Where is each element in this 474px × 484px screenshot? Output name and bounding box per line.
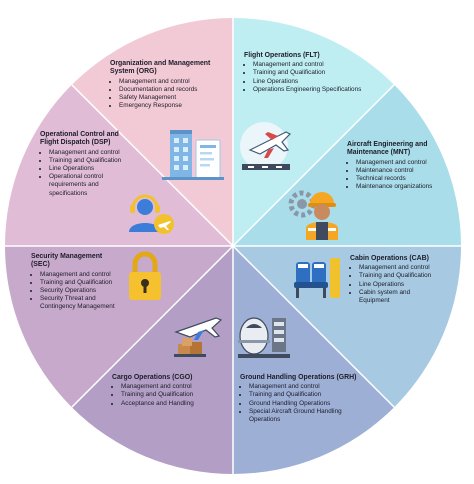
segment-mnt [233, 84, 461, 246]
list-item: Line Operations [359, 281, 436, 289]
list-item: Management and control [356, 159, 439, 167]
segment-cab-title: Cabin Operations (CAB) [350, 255, 429, 262]
list-item: Maintenance control [356, 167, 439, 175]
segment-dsp-title: Operational Control and Flight Dispatch … [40, 131, 119, 147]
segment-cab-list: Management and control Training and Qual… [350, 264, 436, 305]
list-item: Management and control [119, 78, 228, 86]
segment-grh-list: Management and control Training and Qual… [240, 383, 358, 424]
segment-sec-list: Management and control Training and Qual… [31, 271, 117, 312]
segment-mnt-text: Aircraft Engineering and Maintenance (MN… [347, 141, 439, 191]
list-item: Security Operations [40, 287, 117, 295]
segment-dsp-list: Management and control Training and Qual… [40, 149, 122, 198]
segment-cgo-text: Cargo Operations (CGO) Management and co… [112, 374, 224, 408]
list-item: Management and control [40, 271, 117, 279]
list-item: Emergency Response [119, 102, 228, 110]
segment-sec-title: Security Management (SEC) [31, 253, 103, 269]
list-item: Line Operations [49, 165, 122, 173]
list-item: Management and control [121, 383, 224, 391]
airplane-takeoff-icon [240, 122, 292, 170]
list-item: Cabin system and Equipment [359, 289, 436, 305]
segment-cgo-title: Cargo Operations (CGO) [112, 374, 193, 381]
segment-mnt-list: Management and control Maintenance contr… [347, 159, 439, 192]
padlock-icon [129, 251, 161, 300]
list-item: Management and control [253, 61, 366, 69]
list-item: Operational control requirements and spe… [49, 173, 122, 198]
cargo-plane-icon [174, 317, 223, 357]
dispatcher-headset-icon [129, 194, 174, 234]
list-item: Training and Qualification [359, 272, 436, 280]
list-item: Technical records [356, 175, 439, 183]
segment-grh [233, 246, 395, 474]
list-item: Training and Qualification [121, 391, 224, 399]
list-item: Special Aircraft Ground Handling Operati… [249, 408, 358, 424]
list-item: Documentation and records [119, 86, 228, 94]
cabin-seats-icon [294, 258, 340, 298]
list-item: Maintenance organizations [356, 183, 439, 191]
list-item: Training and Qualification [40, 279, 117, 287]
segment-org [71, 18, 233, 246]
segment-flt-title: Flight Operations (FLT) [244, 52, 320, 59]
list-item: Line Operations [253, 78, 366, 86]
segment-cab [233, 246, 461, 408]
office-building-icon [162, 130, 224, 180]
engineer-gear-icon [288, 190, 338, 240]
segment-flt [233, 18, 395, 246]
list-item: Training and Qualification [249, 391, 358, 399]
segment-dsp-text: Operational Control and Flight Dispatch … [40, 131, 122, 198]
list-item: Operations Engineering Specifications [253, 86, 366, 94]
segment-grh-text: Ground Handling Operations (GRH) Managem… [240, 374, 358, 424]
list-item: Training and Qualification [49, 157, 122, 165]
segment-cgo [71, 246, 233, 474]
segment-flt-text: Flight Operations (FLT) Management and c… [244, 52, 366, 94]
segment-org-list: Management and control Documentation and… [110, 78, 228, 111]
segment-grh-title: Ground Handling Operations (GRH) [240, 374, 357, 381]
segment-flt-list: Management and control Training and Qual… [244, 61, 366, 94]
list-item: Management and control [249, 383, 358, 391]
list-item: Ground Handling Operations [249, 400, 358, 408]
segment-cab-text: Cabin Operations (CAB) Management and co… [350, 255, 436, 305]
segment-mnt-title: Aircraft Engineering and Maintenance (MN… [347, 141, 428, 157]
list-item: Acceptance and Handling [121, 400, 224, 408]
list-item: Security Threat and Contingency Manageme… [40, 295, 117, 311]
segment-sec-text: Security Management (SEC) Management and… [31, 253, 117, 312]
segment-org-text: Organization and Management System (ORG)… [110, 60, 228, 110]
list-item: Management and control [49, 149, 122, 157]
segment-org-title: Organization and Management System (ORG) [110, 60, 211, 76]
segment-dsp [5, 84, 233, 246]
ground-aircraft-icon [238, 317, 290, 358]
segment-sec [5, 246, 233, 408]
list-item: Management and control [359, 264, 436, 272]
list-item: Training and Qualification [253, 69, 366, 77]
segment-cgo-list: Management and control Training and Qual… [112, 383, 224, 408]
segment-dividers [5, 18, 461, 474]
list-item: Safety Management [119, 94, 228, 102]
